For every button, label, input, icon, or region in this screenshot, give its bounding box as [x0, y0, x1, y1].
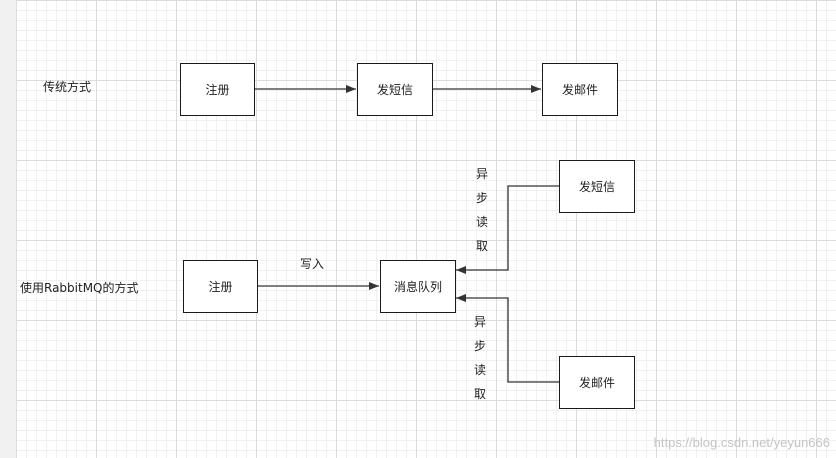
traditional-method-label: 传统方式: [43, 80, 92, 94]
send-sms-node-rabbitmq[interactable]: 发短信: [559, 160, 635, 213]
register-node-traditional[interactable]: 注册: [180, 63, 255, 116]
register-node-rabbitmq[interactable]: 注册: [183, 260, 258, 313]
async-read-label-bottom: 异 步 读 取: [473, 315, 486, 401]
send-sms-node-traditional[interactable]: 发短信: [357, 63, 433, 116]
left-panel-strip: [0, 0, 17, 458]
send-email-node-traditional[interactable]: 发邮件: [542, 63, 618, 116]
write-label: 写入: [300, 257, 325, 271]
message-queue-node[interactable]: 消息队列: [380, 260, 456, 313]
rabbitmq-method-label: 使用RabbitMQ的方式: [20, 281, 139, 295]
send-email-node-rabbitmq[interactable]: 发邮件: [559, 356, 635, 409]
arrow-email-to-queue: [456, 294, 559, 383]
async-read-label-top: 异 步 读 取: [475, 167, 488, 253]
arrow-sms-to-queue: [456, 185, 559, 274]
watermark-text: https://blog.csdn.net/yeyun666: [653, 435, 830, 450]
